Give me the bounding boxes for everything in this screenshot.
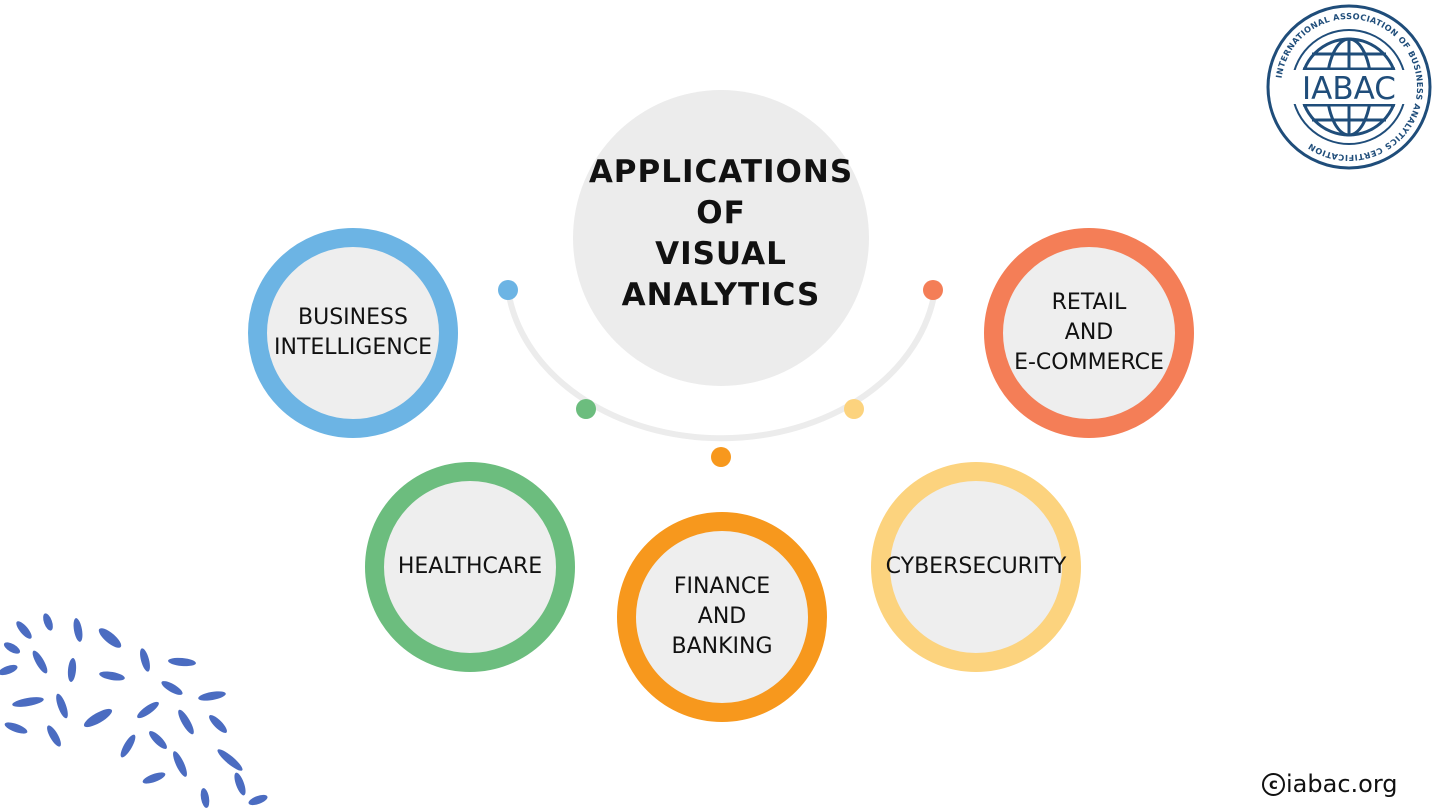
ring-label-line: BANKING [671, 634, 773, 659]
ring-label: CYBERSECURITY [886, 552, 1067, 582]
title-line: APPLICATIONS [588, 154, 854, 190]
copyright-footer: c iabac.org [1262, 770, 1398, 798]
ring-label: HEALTHCARE [398, 552, 542, 582]
iabac-logo: INTERNATIONAL ASSOCIATION OF BUSINESS AN… [1266, 4, 1432, 170]
page-title: APPLICATIONS OF VISUAL ANALYTICS [589, 152, 853, 316]
ring-business-intelligence: BUSINESS INTELLIGENCE [248, 228, 458, 438]
ring-label-line: HEALTHCARE [397, 554, 543, 579]
title-line: OF [696, 195, 746, 231]
center-title-circle: APPLICATIONS OF VISUAL ANALYTICS [573, 90, 869, 386]
ring-healthcare: HEALTHCARE [365, 462, 575, 672]
title-line: ANALYTICS [621, 277, 821, 313]
ring-label-line: AND [697, 604, 747, 629]
copyright-icon: c [1262, 772, 1285, 796]
decorative-leaves [0, 613, 268, 808]
ring-label-line: RETAIL [1051, 290, 1127, 315]
arc-dot-healthcare [576, 399, 596, 419]
ring-label-line: CYBERSECURITY [885, 554, 1067, 579]
ring-label-line: AND [1064, 320, 1114, 345]
ring-label: RETAIL AND E-COMMERCE [1014, 288, 1164, 378]
ring-label-line: INTELLIGENCE [274, 335, 432, 360]
ring-label: BUSINESS INTELLIGENCE [274, 303, 432, 363]
ring-finance-banking: FINANCE AND BANKING [617, 512, 827, 722]
ring-label-line: E-COMMERCE [1014, 350, 1164, 375]
ring-cybersecurity: CYBERSECURITY [871, 462, 1081, 672]
ring-label: FINANCE AND BANKING [671, 572, 772, 662]
arc-dot-finance [711, 447, 731, 467]
copyright-text: iabac.org [1286, 770, 1398, 798]
ring-retail-ecommerce: RETAIL AND E-COMMERCE [984, 228, 1194, 438]
title-line: VISUAL [655, 236, 787, 272]
logo-wordmark: IABAC [1302, 71, 1396, 107]
ring-label-line: BUSINESS [298, 305, 408, 330]
arc-dot-cybersecurity [844, 399, 864, 419]
arc-dot-business-intelligence [498, 280, 518, 300]
ring-label-line: FINANCE [673, 574, 771, 599]
arc-dot-retail [923, 280, 943, 300]
